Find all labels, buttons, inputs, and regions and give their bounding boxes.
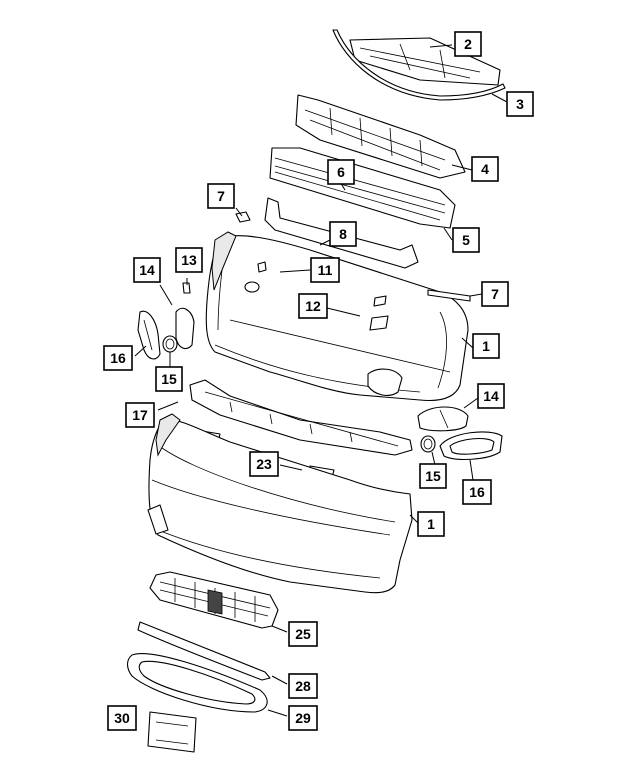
callout-15-left: 15: [155, 366, 183, 392]
callout-label: 30: [114, 710, 130, 726]
callout-25: 25: [288, 621, 318, 647]
callout-label: 28: [295, 678, 311, 694]
callout-label: 4: [481, 161, 489, 177]
callout-label: 1: [482, 338, 490, 354]
part-lower-bar: [264, 197, 419, 269]
part-15-lamp-right: [420, 435, 436, 453]
callout-7-right: 7: [481, 281, 509, 307]
callout-28: 28: [288, 673, 318, 699]
callout-label: 7: [491, 286, 499, 302]
callout-5: 5: [452, 227, 480, 253]
callout-23: 23: [249, 451, 279, 477]
callout-13: 13: [175, 247, 203, 273]
callout-label: 1: [427, 516, 435, 532]
callout-6: 6: [327, 159, 355, 185]
part-29-surround: [126, 653, 268, 713]
part-15-lamp-left: [162, 335, 178, 353]
part-16-surround-right: [439, 431, 503, 461]
part-17-carrier: [189, 379, 413, 456]
callout-1-upper: 1: [472, 333, 500, 359]
part-clip-upper: [235, 211, 251, 223]
part-front-fascia-upper: [205, 231, 469, 402]
callout-7-upper: 7: [207, 183, 235, 209]
part-energy-absorber: [295, 94, 466, 179]
part-14-bezel-right: [417, 406, 469, 432]
callout-17: 17: [125, 402, 155, 428]
part-25-grille: [149, 571, 279, 629]
callout-label: 3: [516, 96, 524, 112]
callout-label: 25: [295, 626, 311, 642]
callout-label: 7: [217, 188, 225, 204]
callout-1-lower: 1: [417, 511, 445, 537]
callout-label: 5: [462, 232, 470, 248]
callout-label: 15: [161, 371, 177, 387]
callout-12: 12: [298, 293, 328, 319]
callout-label: 16: [110, 350, 126, 366]
callout-14-left: 14: [133, 257, 161, 283]
part-14-bezel-left: [175, 307, 195, 350]
callout-label: 14: [139, 262, 155, 278]
callout-label: 23: [256, 456, 272, 472]
callout-label: 16: [469, 484, 485, 500]
callout-label: 8: [339, 226, 347, 242]
callout-29: 29: [288, 705, 318, 731]
part-16-surround-left: [137, 310, 161, 360]
callout-16-right: 16: [462, 479, 492, 505]
callout-16-left: 16: [103, 345, 133, 371]
part-upper-strip: [332, 29, 506, 101]
callout-label: 29: [295, 710, 311, 726]
callout-8: 8: [329, 221, 357, 247]
callout-label: 12: [305, 298, 321, 314]
callout-label: 13: [181, 252, 197, 268]
part-28-trim-strip: [137, 621, 271, 681]
callout-label: 17: [132, 407, 148, 423]
callout-label: 6: [337, 164, 345, 180]
leader-lines: [134, 44, 508, 717]
callout-2: 2: [454, 31, 482, 57]
part-30-plate-bracket: [147, 711, 197, 753]
callout-14-right: 14: [477, 383, 505, 409]
callout-label: 15: [425, 468, 441, 484]
callout-15-right: 15: [419, 463, 447, 489]
callout-4: 4: [471, 156, 499, 182]
callout-30: 30: [107, 705, 137, 731]
callout-label: 2: [464, 36, 472, 52]
callout-3: 3: [506, 91, 534, 117]
part-reinforcement-beam: [269, 147, 456, 229]
part-front-fascia-lower: [147, 413, 413, 594]
part-clip-strip-right: [427, 289, 471, 302]
callout-11: 11: [310, 257, 340, 283]
callout-label: 14: [483, 388, 499, 404]
callout-label: 11: [318, 262, 333, 278]
